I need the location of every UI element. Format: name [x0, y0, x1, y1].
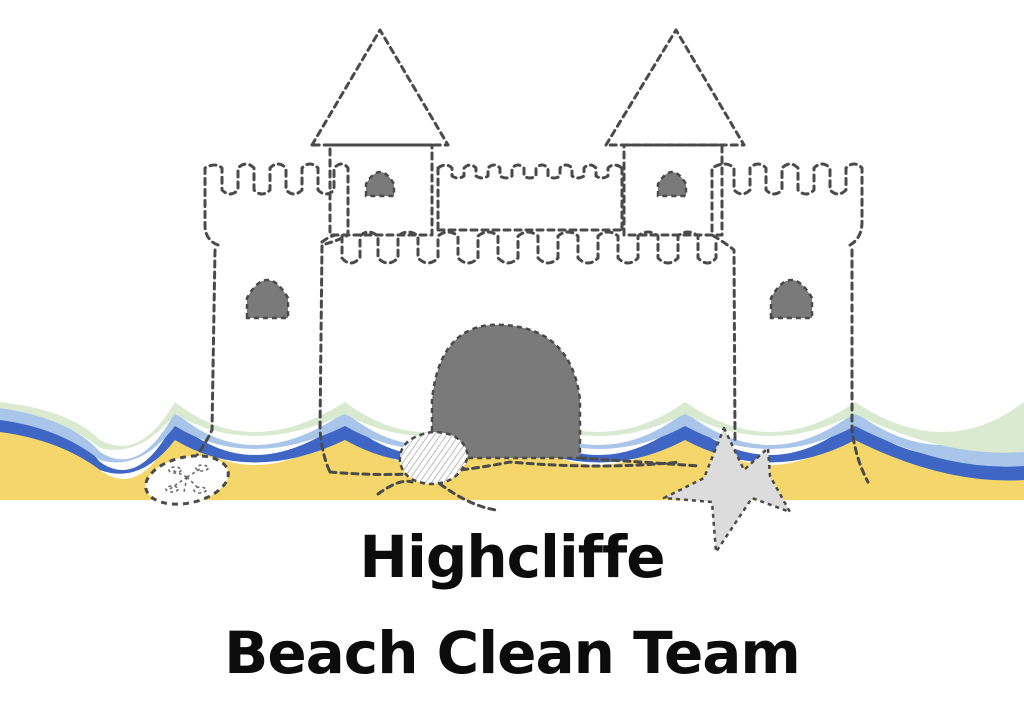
- team-name-line-2: Beach Clean Team: [224, 619, 801, 687]
- sandcastle-icon: [190, 28, 870, 484]
- team-name-line-1: Highcliffe: [359, 523, 665, 591]
- window-left-tower: [245, 278, 290, 320]
- back-wall: [436, 163, 624, 180]
- window-left-turret: [364, 170, 396, 198]
- left-spire: [310, 28, 450, 147]
- right-tower: [710, 162, 864, 442]
- right-spire: [604, 28, 746, 147]
- window-right-tower: [769, 278, 814, 320]
- seashell-icon: [376, 430, 498, 512]
- sand-dollar-icon: [144, 454, 230, 506]
- starfish-icon: [662, 426, 792, 554]
- castle-door: [430, 323, 582, 460]
- window-right-turret: [656, 170, 688, 198]
- central-keep: [320, 230, 718, 265]
- left-tower: [203, 162, 350, 474]
- right-turret: [622, 143, 724, 237]
